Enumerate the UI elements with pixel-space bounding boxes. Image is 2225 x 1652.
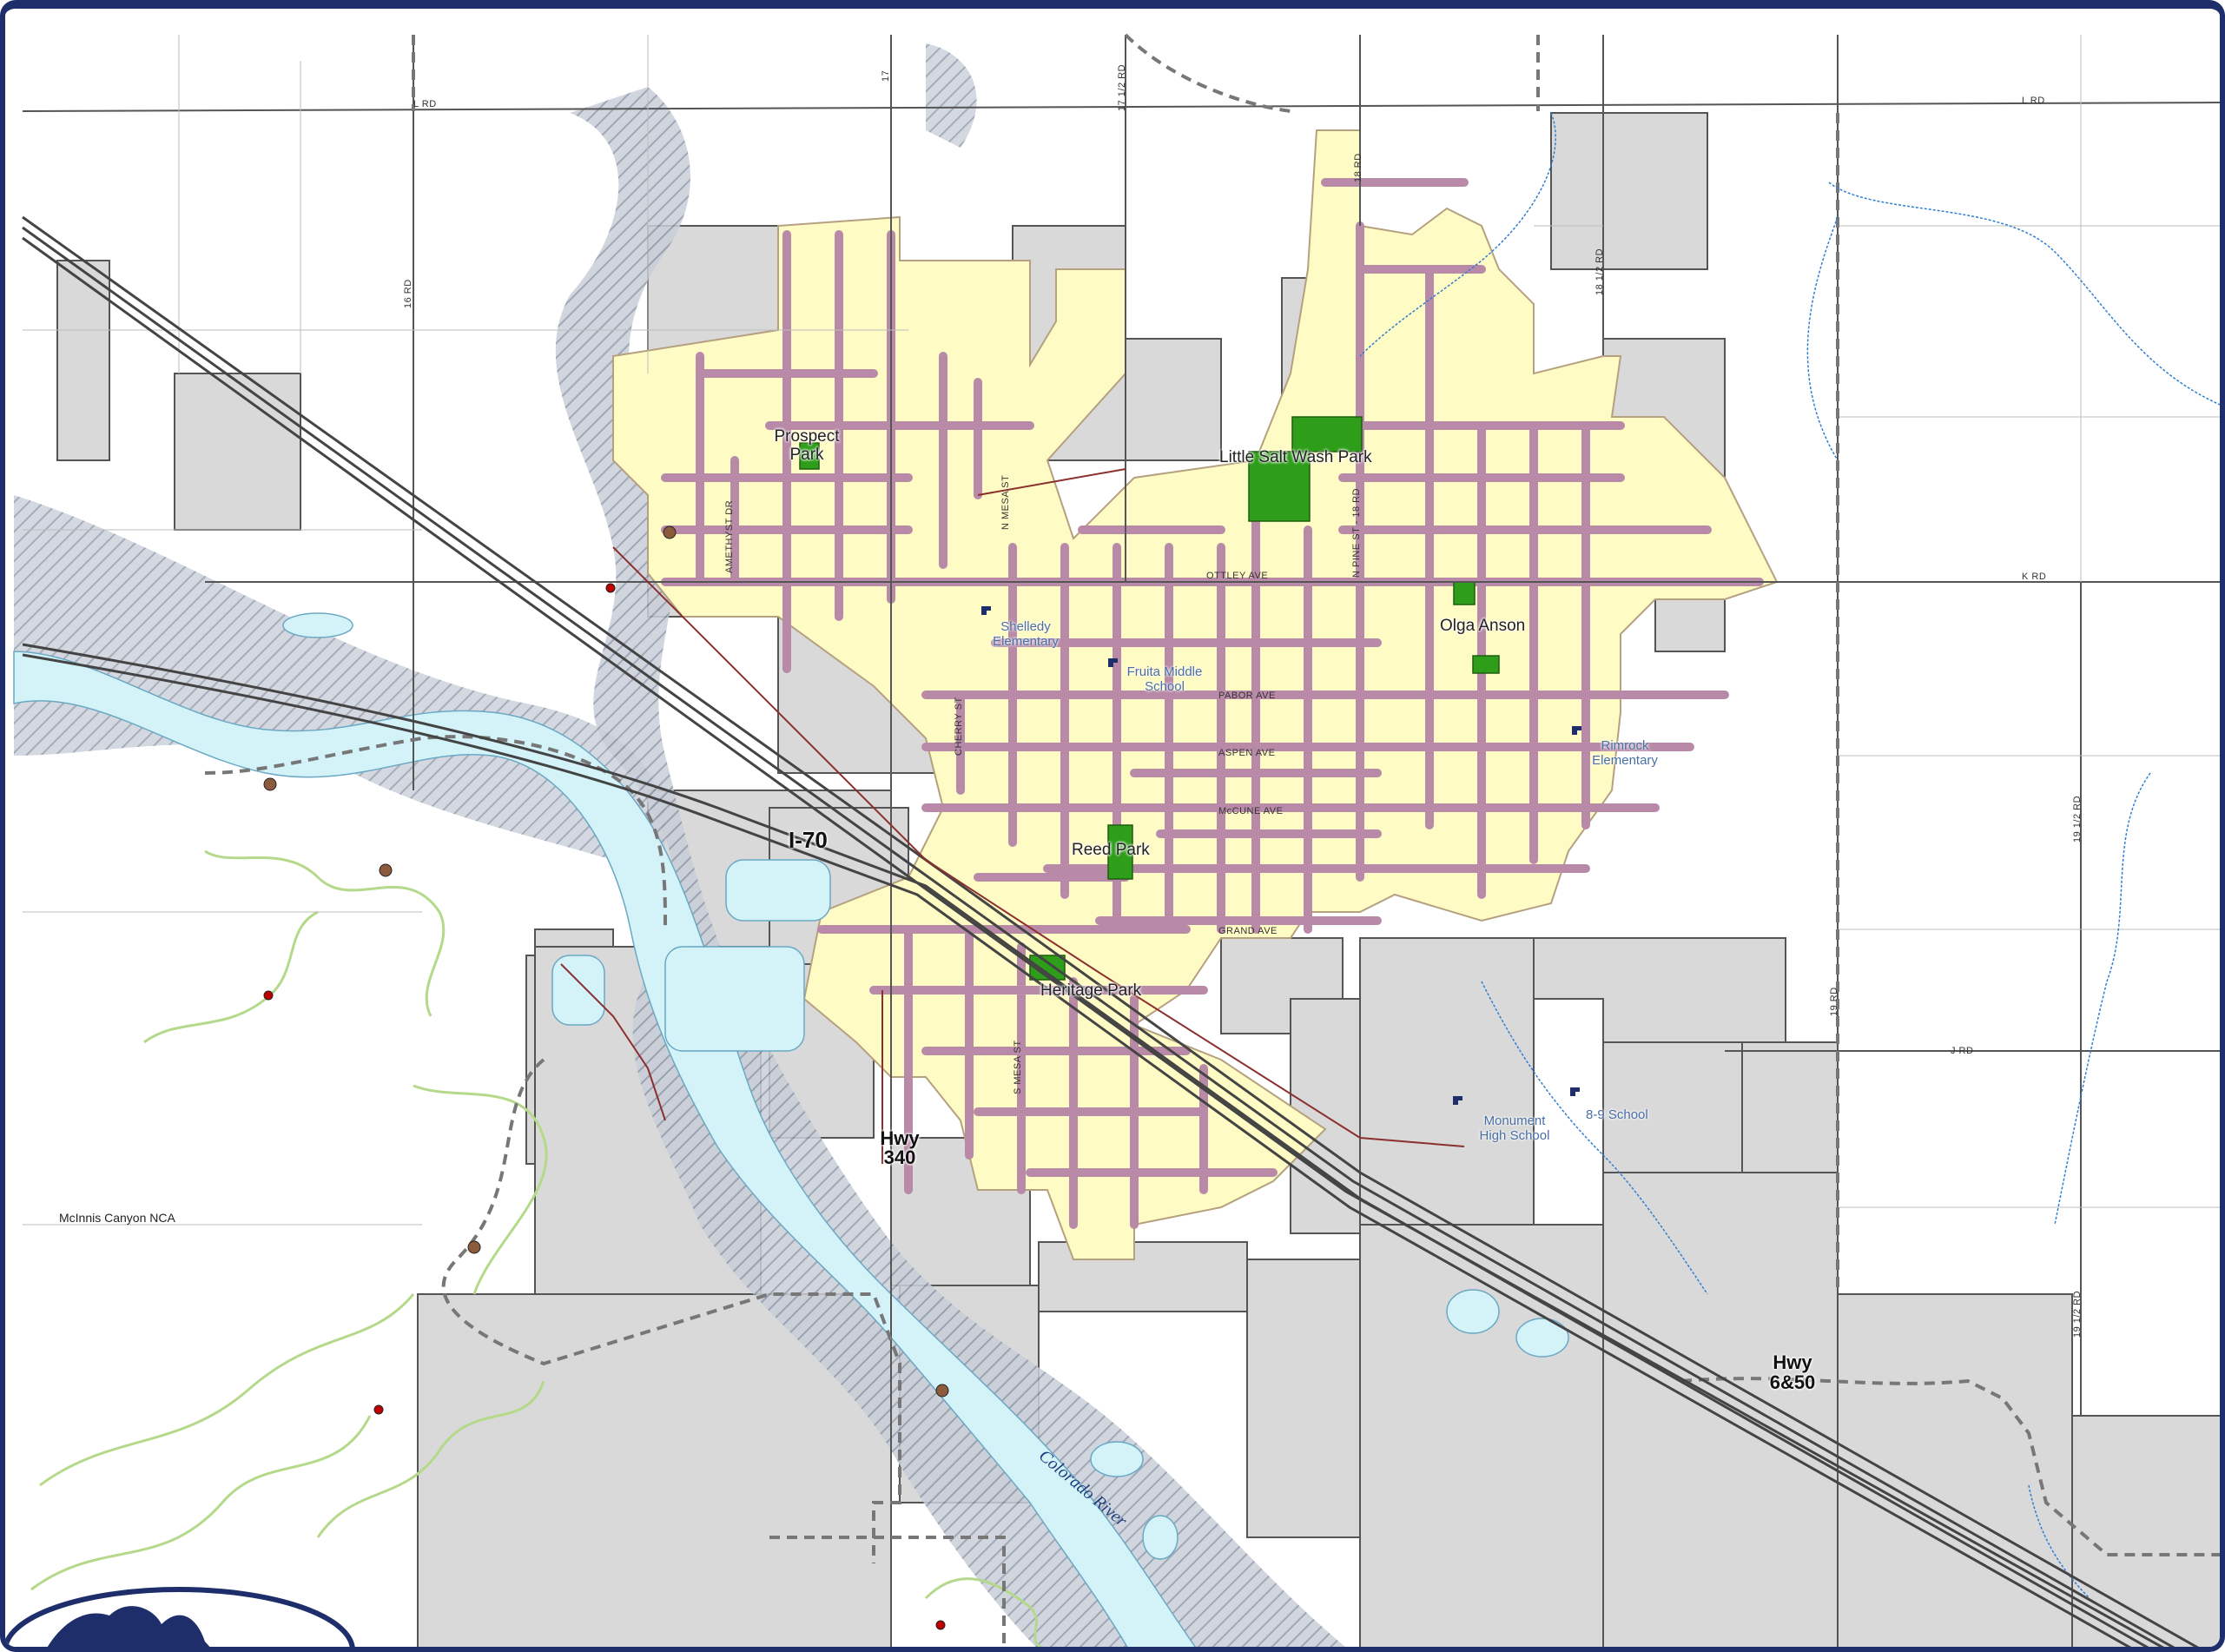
road-label-j-rd: J RD (1951, 1046, 1974, 1056)
school-label-shelledy: Shelledy Elementary (993, 619, 1059, 649)
road-label-l-rd-east: L RD (2022, 96, 2045, 106)
school-label-eight-nine: 8-9 School (1586, 1107, 1648, 1122)
street-label-pabor: PABOR AVE (1218, 691, 1276, 701)
floodplain-hatch (14, 43, 1345, 1647)
school-icon-monument (1453, 1096, 1462, 1105)
ponds (282, 612, 1569, 1560)
street-label-mccune: McCUNE AVE (1218, 806, 1284, 816)
boundary-dashed (204, 33, 2220, 1647)
road-label-19-rd: 19 RD (1829, 987, 1839, 1016)
road-label-l-rd-west: L RD (413, 99, 437, 109)
street-label-ottley: OTTLEY AVE (1206, 571, 1269, 581)
point-features (263, 525, 949, 1630)
school-icon-eight-nine (1570, 1087, 1580, 1096)
school-label-monument: Monument High School (1479, 1113, 1550, 1143)
school-label-fruita-middle: Fruita Middle School (1126, 664, 1203, 694)
hwy-label-6-50-line2: 6&50 (1769, 1371, 1816, 1393)
road-label-18-half-rd: 18 1/2 RD (1594, 248, 1605, 295)
street-label-n-mesa: N MESA ST (1000, 474, 1011, 530)
hwy-label-i70: I-70 (789, 827, 828, 853)
street-label-cherry: CHERRY ST (954, 697, 964, 756)
park-label-little-salt-wash-park: Little Salt Wash Park (1219, 448, 1372, 466)
road-label-19-half-rd-south: 19 1/2 RD (2072, 1290, 2083, 1338)
street-label-aspen: ASPEN AVE (1218, 748, 1276, 758)
school-icon-rimrock (1572, 726, 1581, 735)
school-icon-shelledy (981, 606, 991, 615)
street-label-s-mesa: S MESA ST (1013, 1040, 1023, 1094)
park-areas (799, 416, 1500, 981)
school-icon-fruita-middle (1108, 658, 1118, 667)
park-label-heritage-park: Heritage Park (1040, 981, 1142, 1000)
area-label-mcinnis-canyon: McInnis Canyon NCA (59, 1211, 175, 1225)
street-label-n-pine: N PINE ST - 18 RD (1351, 487, 1362, 578)
section-lines (22, 35, 2220, 1647)
hwy-label-340-line2: 340 (883, 1146, 916, 1168)
city-logo (5, 1587, 355, 1647)
colorado-river (13, 651, 1197, 1647)
park-label-olga-anson: Olga Anson (1440, 617, 1526, 635)
thin-parcel-lines (23, 35, 2220, 1226)
red-frontage-roads (560, 468, 1465, 1164)
map-canvas[interactable] (5, 9, 2225, 1652)
park-label-reed-park: Reed Park (1072, 841, 1150, 859)
road-label-16-rd: 16 RD (403, 279, 413, 308)
road-label-17: 17 (881, 69, 891, 82)
road-label-17-half-rd: 17 1/2 RD (1117, 63, 1127, 111)
street-label-grand: GRAND AVE (1218, 926, 1278, 936)
school-label-rimrock: Rimrock Elementary (1592, 738, 1658, 768)
hwy-label-6-50-line1: Hwy (1773, 1351, 1812, 1373)
rail-and-highway (22, 215, 2199, 1647)
road-label-k-rd: K RD (2022, 572, 2047, 582)
street-label-amethyst: AMETHYST DR (724, 499, 735, 573)
road-label-19-half-rd-north: 19 1/2 RD (2072, 795, 2083, 843)
streams (1359, 112, 2220, 1599)
hwy-label-340-line1: Hwy (880, 1127, 920, 1149)
park-label-prospect-park: Prospect Park (774, 427, 840, 464)
road-label-18-rd: 18 RD (1353, 153, 1363, 182)
